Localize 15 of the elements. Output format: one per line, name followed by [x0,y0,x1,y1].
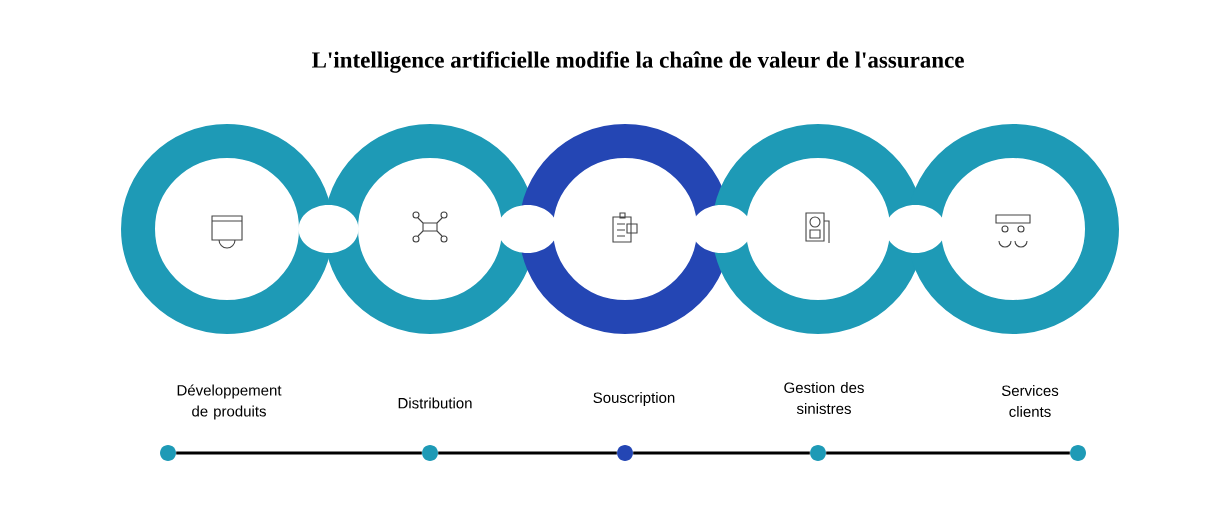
timeline-dot [617,445,633,461]
step-label: Développement de produits [177,384,282,420]
timeline-dot [1070,445,1086,461]
timeline-line [633,451,810,455]
step-label: Services clients [1001,385,1059,417]
timeline-dot [810,445,826,461]
step-label: Distribution [398,397,472,409]
timeline-dot [160,445,176,461]
timeline-line [176,451,422,455]
step-label: Gestion des sinistres [784,382,864,414]
title: L'intelligence artificielle modifie la chaîne de valeur de l'assurance [312,51,964,73]
step-label: Souscription [593,392,675,406]
timeline-dot [422,445,438,461]
timeline-line [438,451,617,455]
timeline-line [826,451,1070,455]
